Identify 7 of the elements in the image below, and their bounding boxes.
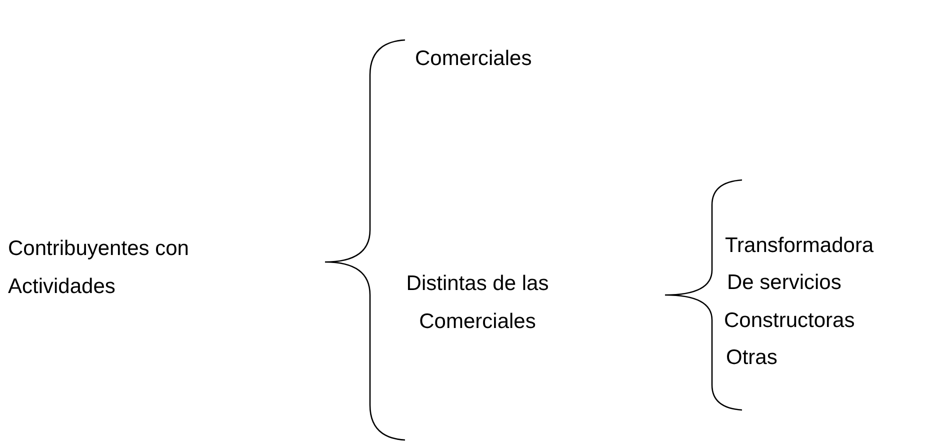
- category-label: Distintas de las Comerciales: [405, 271, 550, 335]
- category-label: Otras: [726, 345, 778, 371]
- category-label: Transformadora: [725, 233, 874, 259]
- category-label: Constructoras: [724, 308, 855, 334]
- category-label: De servicios: [727, 270, 842, 296]
- category-label: Comerciales: [415, 46, 532, 72]
- category-label: Contribuyentes con Actividades: [8, 236, 190, 300]
